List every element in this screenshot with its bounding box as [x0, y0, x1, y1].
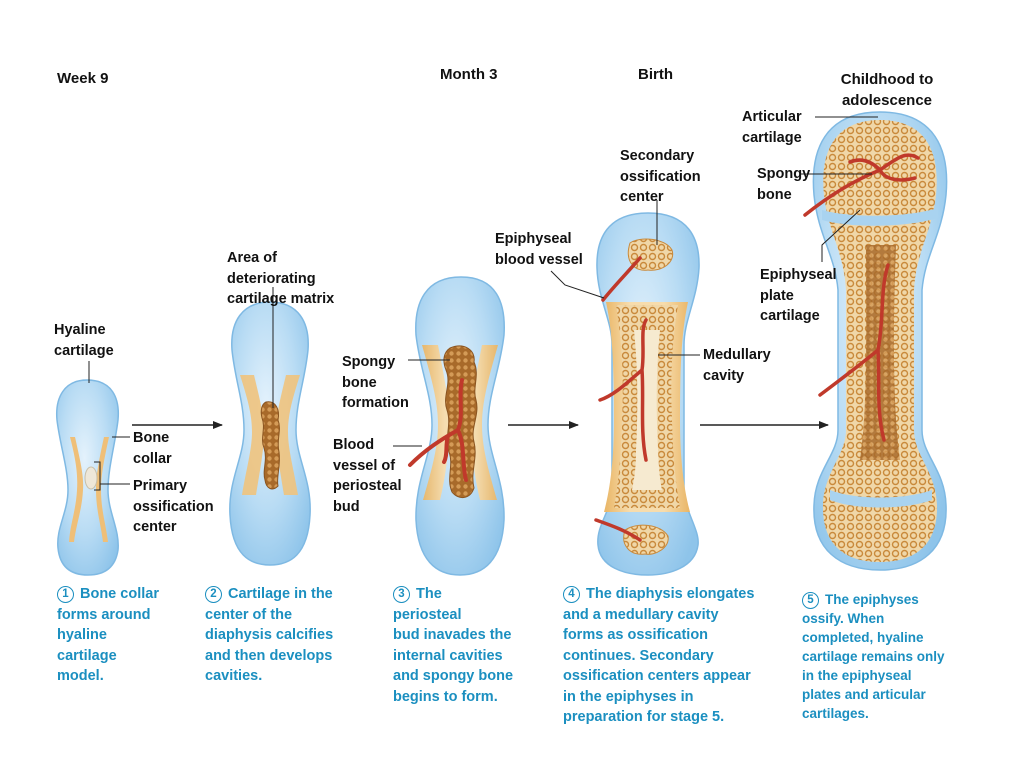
stage3-bone-collar: [422, 345, 498, 500]
stage5-epiphyseal-plate-bottom: [830, 490, 932, 508]
stage5-medullary-cavity: [860, 245, 900, 460]
step-number-badge: 2: [205, 586, 222, 603]
stage5-bone-model: [800, 111, 948, 571]
header-week9: Week 9: [57, 70, 109, 87]
stage4-secondary-center: [627, 238, 674, 271]
stage4-vessels: [594, 256, 648, 542]
stage4-lower-secondary-center: [623, 524, 669, 555]
header-birth: Birth: [638, 66, 673, 83]
step-number-badge: 4: [563, 586, 580, 603]
label-hyaline-cartilage: Hyaline cartilage: [54, 322, 114, 359]
stage5-vessels: [803, 153, 920, 442]
stage1-primary-ossification-center: [84, 466, 98, 490]
stage1-bone-collar: [69, 437, 109, 542]
label-secondary-ossification-center: Secondary ossification center: [620, 148, 701, 205]
label-epiphyseal-plate-cartilage: Epiphyseal plate cartilage: [760, 267, 837, 324]
stage4-bone-model: [550, 200, 700, 576]
label-spongy-bone-formation: Spongy bone formation: [342, 354, 409, 411]
stage5-epiphyseal-plate-top: [822, 208, 938, 226]
label-spongy-bone: Spongy bone: [757, 166, 811, 203]
header-childhood: Childhood to adolescence: [840, 71, 934, 109]
step-number-badge: 1: [57, 586, 74, 603]
stage3-bone-model: [393, 276, 505, 576]
stage2-deteriorating-matrix: [260, 401, 280, 490]
step-number-badge: 3: [393, 586, 410, 603]
label-medullary-cavity: Medullary cavity: [703, 347, 771, 384]
header-month3: Month 3: [440, 66, 498, 83]
label-periosteal-bud-vessel: Blood vessel of periosteal bud: [333, 437, 402, 515]
stage2-bone-model: [229, 287, 311, 566]
stage3-periosteal-bud-vessel: [408, 378, 468, 482]
label-articular-cartilage: Articular cartilage: [742, 109, 802, 146]
label-epiphyseal-blood-vessel: Epiphyseal blood vessel: [495, 231, 583, 268]
step-number-badge: 5: [802, 592, 819, 609]
stage2-bone-collar: [240, 375, 300, 495]
stage1-bone-model: [55, 361, 130, 576]
label-deteriorating-matrix: Area of deteriorating cartilage matrix: [227, 250, 335, 307]
label-primary-ossification-center: Primary ossification center: [133, 478, 214, 535]
label-bone-collar: Bone collar: [133, 430, 172, 467]
